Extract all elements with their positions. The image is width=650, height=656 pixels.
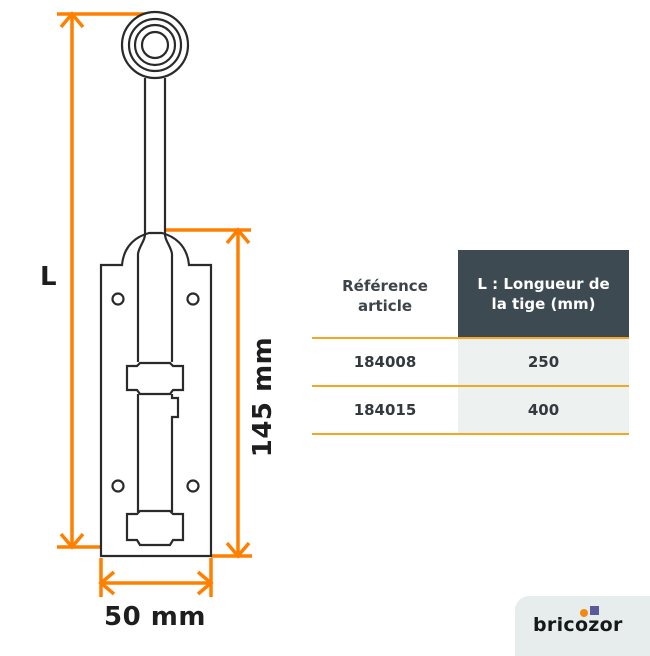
header-length-line1: L : Longueur de [477, 274, 610, 293]
dimension-L [57, 11, 147, 550]
dimension-50mm [98, 558, 214, 597]
table-row: 184015 400 [312, 385, 629, 435]
header-reference: Référence article [312, 250, 458, 338]
header-reference-line2: article [357, 296, 413, 315]
plate-height-label: 145 mm [248, 336, 278, 458]
brand-logo-badge [515, 596, 650, 656]
bolt-outline [99, 10, 213, 558]
dimension-145mm [165, 227, 252, 559]
cell-length: 400 [458, 385, 629, 435]
logo-square-icon [590, 606, 599, 615]
total-length-label: L [40, 262, 57, 292]
plate-width-label: 50 mm [104, 602, 206, 632]
header-length: L : Longueur de la tige (mm) [458, 250, 629, 338]
header-length-line2: la tige (mm) [491, 294, 596, 313]
spec-table: Référence article L : Longueur de la tig… [312, 250, 629, 435]
header-reference-line1: Référence [342, 276, 428, 295]
table-header-row: Référence article L : Longueur de la tig… [312, 250, 629, 338]
cell-length: 250 [458, 337, 629, 386]
table-row: 184008 250 [312, 337, 629, 386]
logo-dot-icon [580, 609, 588, 617]
brand-logo-text: bricozor [533, 614, 623, 636]
cell-reference: 184015 [312, 385, 458, 435]
cell-reference: 184008 [312, 337, 458, 386]
